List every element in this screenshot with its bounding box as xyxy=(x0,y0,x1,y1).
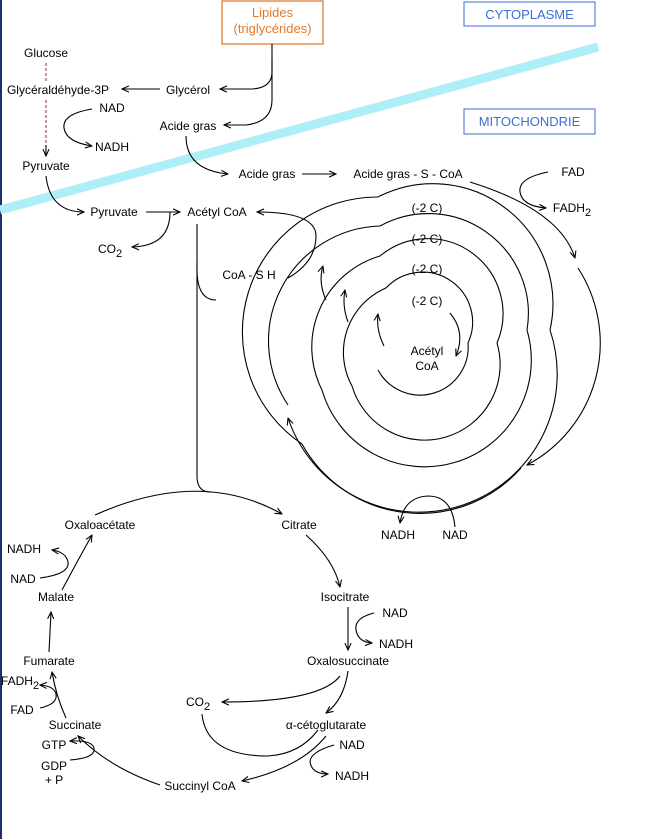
krebs-fadh2-label: FADH2 xyxy=(1,674,39,692)
arrow-oxalosuccinate-to-akg xyxy=(326,670,349,713)
pyruvate-cyto-label: Pyruvate xyxy=(22,159,70,173)
krebs-nadh-3-label: NADH xyxy=(7,542,41,556)
acetylcoa-release-arrow-1 xyxy=(378,314,385,347)
arrow-lipids-to-fatty-acid xyxy=(224,60,273,125)
acetylcoa-release-arrow-2 xyxy=(344,290,349,323)
beta-cycle-4-label: (-2 C) xyxy=(412,294,443,308)
beta-cycle-3-label: (-2 C) xyxy=(412,262,443,276)
plus-p-label: + P xyxy=(45,773,63,787)
cytoplasm-label-box: CYTOPLASME xyxy=(463,1,596,27)
arrow-akg-to-succinylcoa xyxy=(242,735,327,781)
gtp-label: GTP xyxy=(42,738,67,752)
arrow-oxaloacetate-to-citrate xyxy=(94,490,282,516)
g3p-label: Glycéraldéhyde-3P xyxy=(7,83,109,97)
arrow-coash-to-acetylcoa xyxy=(257,212,317,279)
arrow-succinylcoa-to-succinate xyxy=(78,736,161,786)
glycolysis-nad-label: NAD xyxy=(99,101,125,115)
spiral-ring-3b xyxy=(321,329,532,468)
krebs-nadh-1-label: NADH xyxy=(379,637,413,651)
gdp-label: GDP xyxy=(41,759,67,773)
beta-fad-label: FAD xyxy=(561,165,585,179)
arrow-glycolysis-nad-nadh xyxy=(63,108,92,146)
beta-cycle-2-label: (-2 C) xyxy=(412,232,443,246)
spiral-center-coa: CoA xyxy=(415,359,438,373)
krebs-nad-2-label: NAD xyxy=(339,738,365,752)
arrow-beta-nad-nadh xyxy=(400,495,456,528)
arrow-lipids-to-glycerol xyxy=(220,44,273,89)
arrow-krebs-fad-fadh2 xyxy=(40,685,57,709)
acetyl-coa-label: Acétyl CoA xyxy=(187,205,246,219)
oxalosuccinate-label: Oxalosuccinate xyxy=(307,654,389,668)
spiral-ring-4a xyxy=(379,238,504,344)
fatty-acid-cyto-label: Acide gras xyxy=(160,119,217,133)
spiral-outer-arc-3 xyxy=(241,196,379,445)
spiral-center-arrow xyxy=(449,312,460,356)
spiral-ring-4c xyxy=(342,287,387,387)
fatty-acyl-coa-label: Acide gras - S - CoA xyxy=(353,167,462,181)
oxaloacetate-label: Oxaloacétate xyxy=(65,518,136,532)
pyruvate-mito-label: Pyruvate xyxy=(90,205,138,219)
arrow-krebs-nad-nadh-2 xyxy=(309,744,335,774)
arrow-fatty-acid-into-mito xyxy=(185,135,228,174)
arrow-succinate-to-fumarate xyxy=(52,672,67,719)
arrow-fumarate-to-malate xyxy=(49,612,51,653)
co2-decarbox-curve xyxy=(201,713,319,757)
succinyl-coa-label: Succinyl CoA xyxy=(164,779,235,793)
krebs-co2-label: CO2 xyxy=(186,695,210,713)
arrow-co2-release-krebs xyxy=(222,675,341,702)
spiral-ring-2a xyxy=(377,183,554,331)
krebs-nadh-2-label: NADH xyxy=(335,769,369,783)
arrow-pyruvate-into-mito xyxy=(45,175,84,212)
arrow-krebs-nad-nadh-3 xyxy=(39,550,69,579)
arrow-malate-to-oxaloacetate xyxy=(61,535,92,591)
spiral-ring-2b xyxy=(288,329,558,513)
arrow-gdp-to-gtp xyxy=(70,741,95,761)
spiral-ring-5a xyxy=(385,271,474,344)
isocitrate-label: Isocitrate xyxy=(321,590,370,604)
beta-nad-label: NAD xyxy=(442,528,468,542)
fatty-acid-mito-label: Acide gras xyxy=(239,167,296,181)
alpha-kg-label: α-cétoglutarate xyxy=(286,718,367,732)
krebs-nad-3-label: NAD xyxy=(10,572,36,586)
arrow-citrate-to-isocitrate xyxy=(305,534,340,587)
mitochondria-label-box: MITOCHONDRIE xyxy=(463,108,596,135)
spiral-ring-4b xyxy=(351,342,501,441)
cytoplasm-label: CYTOPLASME xyxy=(485,7,574,22)
spiral-ring-2c xyxy=(267,225,381,406)
beta-nadh-label: NADH xyxy=(381,528,415,542)
mitochondria-label: MITOCHONDRIE xyxy=(479,114,581,129)
spiral-outer-arc xyxy=(527,267,601,465)
beta-cycle-1-label: (-2 C) xyxy=(412,201,443,215)
arrow-beta-fad-fadh2 xyxy=(519,171,549,208)
arrow-krebs-nad-nadh-1 xyxy=(355,612,375,643)
spiral-ring-5b xyxy=(377,342,469,396)
spiral-outer-arc-2 xyxy=(301,443,522,514)
acetylcoa-to-krebs-line xyxy=(196,262,211,493)
lipids-subtitle: (triglycérides) xyxy=(233,21,311,36)
krebs-nad-1-label: NAD xyxy=(382,606,408,620)
arrow-co2-release xyxy=(132,211,171,247)
coash-label: CoA - S H xyxy=(222,268,275,282)
glycerol-label: Glycérol xyxy=(166,83,210,97)
mitochondrial-membrane xyxy=(0,42,600,215)
coash-loop-lower xyxy=(196,224,217,301)
malate-label: Malate xyxy=(38,590,74,604)
beta-fadh2-label: FADH2 xyxy=(553,201,591,219)
citrate-label: Citrate xyxy=(281,518,317,532)
glycolysis-nadh-label: NADH xyxy=(95,140,129,154)
co2-pdh-label: CO2 xyxy=(98,242,122,260)
krebs-fad-label: FAD xyxy=(10,703,34,717)
glucose-label: Glucose xyxy=(24,46,68,60)
succinate-label: Succinate xyxy=(49,718,102,732)
lipids-box: Lipides (triglycérides) xyxy=(221,0,324,45)
lipids-title: Lipides xyxy=(252,5,294,20)
spiral-center-acetyl: Acétyl xyxy=(411,344,444,358)
spiral-entry-arrow xyxy=(469,181,575,258)
spiral-ring-3c xyxy=(311,255,381,391)
fumarate-label: Fumarate xyxy=(23,654,75,668)
spiral-ring-3a xyxy=(379,212,529,331)
acetylcoa-release-arrow-3 xyxy=(321,266,327,301)
